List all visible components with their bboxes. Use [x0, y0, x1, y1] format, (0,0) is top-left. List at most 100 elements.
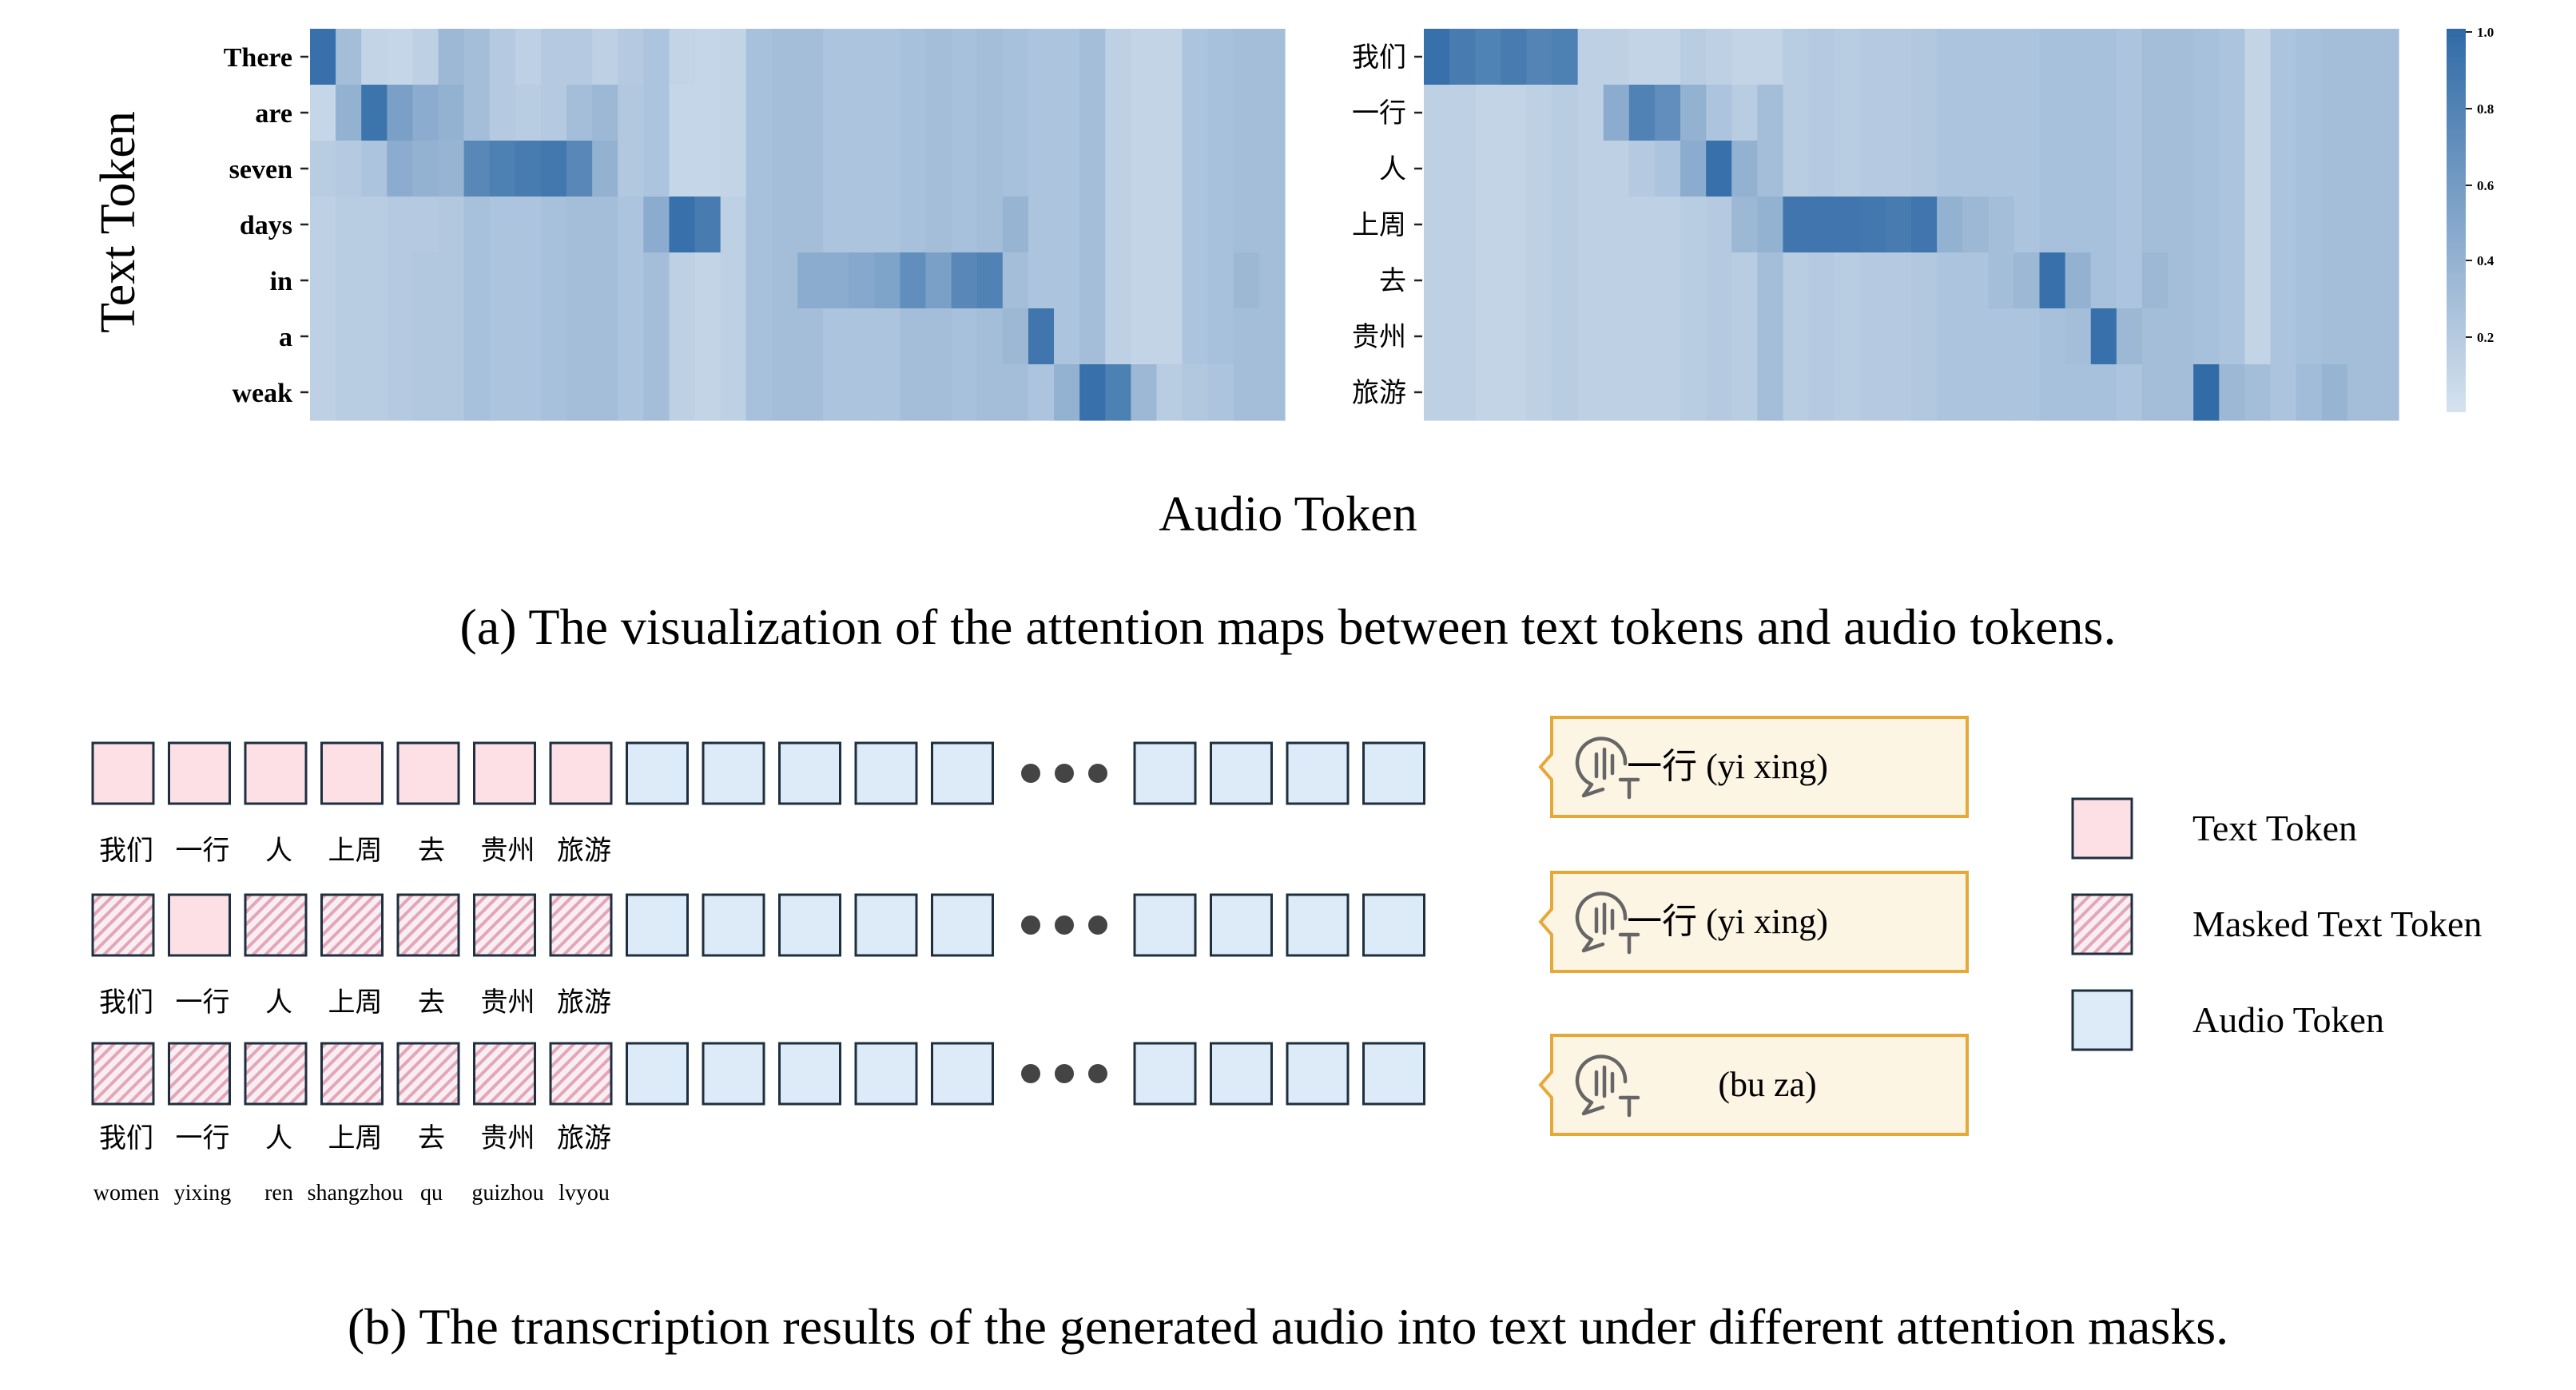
char-label: 人 — [265, 1122, 292, 1154]
heatmap-cell — [489, 252, 516, 309]
heatmap-cell — [1885, 364, 1912, 421]
heatmap-cell — [2270, 364, 2297, 421]
heatmap-cell — [1002, 29, 1029, 85]
pinyin-label: women — [93, 1181, 159, 1205]
heatmap-cell — [1156, 252, 1183, 309]
heatmap-cell — [1054, 29, 1080, 85]
char-label: 去 — [418, 987, 445, 1019]
heatmap-cell — [1105, 197, 1131, 253]
heatmap-cell — [2013, 197, 2041, 253]
heatmap-cell — [1757, 29, 1784, 85]
heatmap-cell — [745, 197, 773, 253]
heatmap-cell — [1859, 141, 1886, 197]
heatmap-cell — [1937, 252, 1963, 309]
heatmap-cell — [2372, 29, 2399, 85]
masked-text-token-cell — [320, 893, 384, 957]
pinyin-label: yixing — [174, 1181, 232, 1205]
heatmap-cell — [1706, 85, 1732, 141]
legend-label: Masked Text Token — [2192, 904, 2482, 944]
row-label: 一行 — [1352, 97, 1406, 129]
heatmap-cell — [1680, 197, 1707, 253]
heatmap-cell — [849, 197, 875, 253]
heatmap-cell — [2090, 308, 2117, 365]
heatmap-cell — [387, 85, 414, 141]
heatmap-cell — [2168, 308, 2194, 365]
heatmap-cell — [361, 252, 388, 309]
heatmap-cell — [2116, 252, 2143, 309]
heatmap-cell — [1475, 308, 1501, 365]
row-label: 去 — [1379, 265, 1406, 297]
pinyin-label: guizhou — [471, 1181, 543, 1205]
heatmap-cell — [1233, 308, 1260, 365]
heatmap-cell — [2193, 252, 2220, 309]
transcription-result-text: 一行 (yi xing) — [1627, 747, 1828, 786]
audio-token-cell — [1286, 1042, 1350, 1106]
ellipsis-dot — [1088, 764, 1107, 783]
heatmap-cell — [1808, 141, 1835, 197]
heatmap-cell — [849, 85, 875, 141]
heatmap-cell — [1834, 308, 1861, 365]
text-token-cell — [244, 741, 308, 805]
heatmap-cell — [1054, 252, 1080, 309]
heatmap-cell — [1207, 29, 1234, 85]
heatmap-cell — [1552, 29, 1579, 85]
heatmap-cell — [2321, 308, 2348, 365]
heatmap-cell — [643, 252, 670, 309]
colorbar-gradient — [2447, 29, 2466, 412]
heatmap-cell — [1156, 85, 1183, 141]
heatmap-cell — [694, 308, 722, 365]
legend-label: Text Token — [2192, 808, 2357, 848]
heatmap-cell — [976, 197, 1004, 253]
heatmap-cell — [1131, 29, 1158, 85]
heatmap-cell — [1577, 308, 1604, 365]
heatmap-cell — [1937, 29, 1963, 85]
heatmap-cell — [1028, 197, 1055, 253]
heatmap-cell — [2244, 197, 2272, 253]
heatmap-cell — [1028, 308, 1055, 365]
masked-text-token-cell — [549, 893, 613, 957]
heatmap-cell — [463, 308, 491, 365]
heatmap-cell — [1808, 197, 1835, 253]
heatmap-cell — [1962, 141, 1989, 197]
heatmap-cell — [540, 85, 567, 141]
heatmap-cell — [618, 29, 644, 85]
masked-text-token-cell — [320, 1042, 384, 1106]
heatmap-cell — [2372, 85, 2399, 141]
heatmap-cell — [2372, 141, 2399, 197]
heatmap-cell — [1233, 85, 1260, 141]
heatmap-cell — [643, 197, 670, 253]
heatmap-cell — [1079, 141, 1106, 197]
heatmap-cell — [669, 141, 696, 197]
heatmap-cell — [900, 85, 927, 141]
heatmap-cell — [694, 364, 722, 421]
heatmap-cell — [1079, 29, 1106, 85]
heatmap-cell — [1783, 141, 1810, 197]
heatmap-cell — [1757, 308, 1784, 365]
heatmap-cell — [2244, 252, 2272, 309]
heatmap-cell — [1424, 364, 1450, 421]
heatmap-cell — [2244, 308, 2272, 365]
heatmap-cell — [643, 29, 670, 85]
audio-token-cell — [854, 893, 918, 957]
heatmap-cell — [1054, 197, 1080, 253]
heatmap-cell — [874, 364, 901, 421]
heatmap-cell — [1424, 308, 1450, 365]
heatmap-cell — [540, 308, 567, 365]
heatmap-cell — [2296, 197, 2323, 253]
heatmap-cell — [1105, 252, 1131, 309]
speech-to-text-icon — [1575, 737, 1640, 800]
heatmap-cell — [1079, 85, 1106, 141]
char-label: 贵州 — [481, 835, 535, 867]
speech-to-text-icon — [1575, 892, 1640, 955]
row-label: a — [279, 323, 292, 352]
heatmap-cell — [797, 364, 824, 421]
heatmap-cell — [1757, 252, 1784, 309]
heatmap-cell — [1182, 197, 1209, 253]
heatmap-cell — [976, 29, 1004, 85]
heatmap-cell — [361, 197, 388, 253]
heatmap-cell — [976, 364, 1004, 421]
heatmap-cell — [361, 85, 388, 141]
heatmap-cell — [2116, 308, 2143, 365]
heatmap-cell — [1207, 252, 1234, 309]
heatmap-cell — [592, 29, 618, 85]
